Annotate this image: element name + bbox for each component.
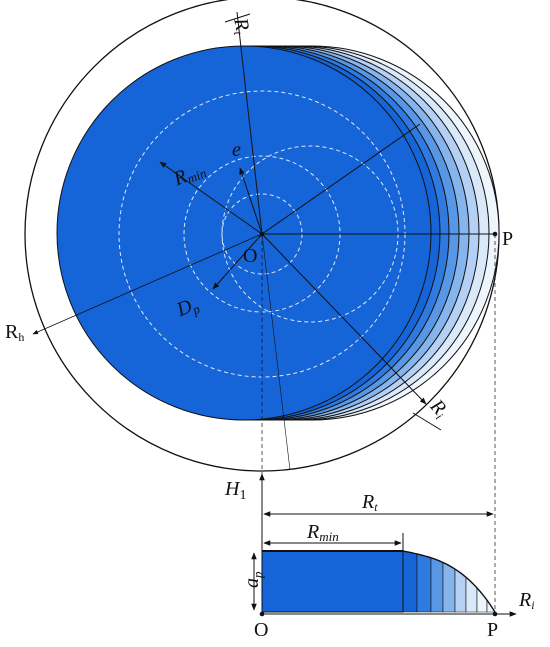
rt-radius-ext bbox=[261, 233, 291, 471]
label-o: O bbox=[243, 245, 257, 267]
point-o-lower bbox=[259, 611, 265, 617]
label-e: e bbox=[232, 139, 241, 161]
label-o-lower: O bbox=[254, 619, 268, 641]
profile-curve bbox=[402, 550, 496, 613]
label-p-lower: P bbox=[487, 619, 498, 641]
profile-band bbox=[442, 561, 456, 613]
label-ri: Ri bbox=[424, 395, 452, 423]
label-rh: Rh bbox=[5, 321, 24, 344]
profile-band bbox=[476, 587, 488, 613]
e-arrow bbox=[239, 167, 263, 235]
dp-line bbox=[261, 123, 421, 235]
dp-arrow bbox=[212, 233, 263, 290]
point-p bbox=[492, 231, 498, 237]
profile-band bbox=[402, 550, 418, 613]
ri-tick bbox=[412, 412, 442, 431]
profile-band bbox=[430, 557, 444, 613]
ri-line bbox=[261, 233, 427, 405]
rmin-line bbox=[159, 161, 263, 235]
rt-tick bbox=[224, 13, 251, 23]
label-rmin-lower: Rmin bbox=[306, 521, 339, 544]
point-o bbox=[259, 231, 265, 237]
rh-line bbox=[32, 233, 263, 335]
profile-band bbox=[416, 553, 432, 613]
profile-bands bbox=[402, 550, 496, 613]
label-rt: Rt bbox=[228, 15, 254, 37]
point-p-lower bbox=[492, 611, 498, 617]
rt-line bbox=[236, 11, 263, 235]
profile-flat-block bbox=[261, 550, 404, 613]
offset-circle-band bbox=[56, 45, 432, 421]
label-ap: ap bbox=[241, 571, 265, 588]
offset-circle-bands bbox=[56, 45, 500, 421]
label-p: P bbox=[502, 228, 513, 250]
label-ri-lower: Ri bbox=[518, 589, 535, 612]
label-rt-lower: Rt bbox=[361, 491, 378, 514]
label-h1: H1 bbox=[224, 478, 246, 503]
